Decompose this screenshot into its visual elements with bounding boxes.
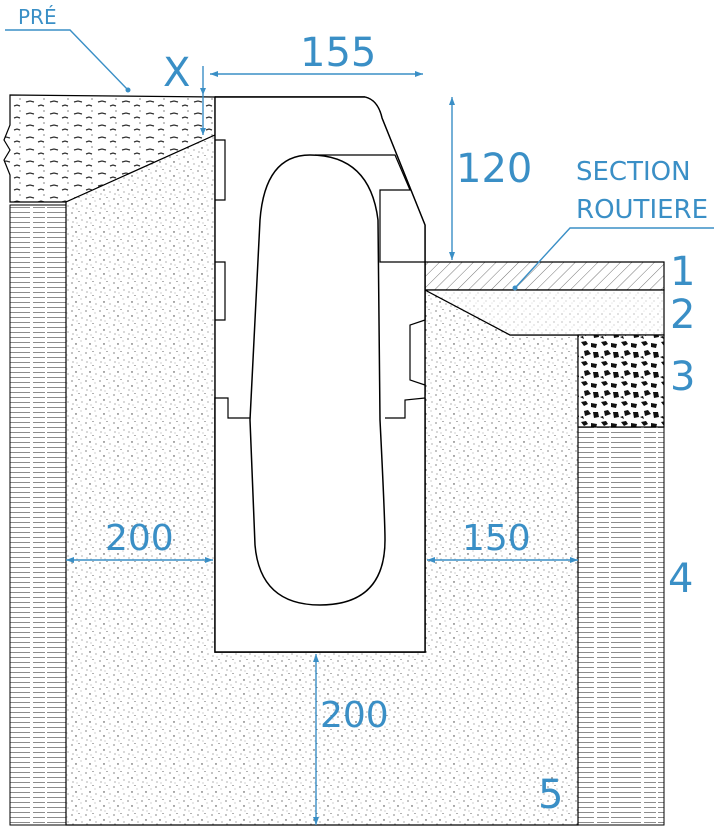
natural-soil-left <box>9 204 67 826</box>
pre-leader-dot <box>125 87 131 93</box>
road-layer-3-gravel <box>577 334 665 428</box>
dim-155-label: 155 <box>300 30 376 76</box>
section-label-line2: ROUTIERE <box>576 195 708 225</box>
road-layer-1-asphalt <box>424 261 665 291</box>
pre-label: PRÉ <box>18 5 57 29</box>
layer-1-label: 1 <box>670 249 695 295</box>
section-leader <box>514 227 714 289</box>
dim-200-left-label: 200 <box>105 518 174 559</box>
layer-4-label: 4 <box>668 556 693 602</box>
section-label-line1: SECTION <box>576 157 691 187</box>
dim-200-bottom-label: 200 <box>320 695 389 736</box>
channel-cavity <box>249 154 386 606</box>
section-leader-dot <box>512 285 518 291</box>
pre-leader <box>5 29 129 91</box>
grating-top <box>315 154 425 263</box>
channel-steps-right <box>385 319 426 419</box>
x-label: X <box>163 50 190 96</box>
channel-steps-left <box>215 139 250 419</box>
layer-2-label: 2 <box>670 292 695 338</box>
layer-5-label: 5 <box>538 772 563 818</box>
natural-soil-right <box>577 426 665 826</box>
dim-150-right-label: 150 <box>462 518 531 559</box>
dim-120-label: 120 <box>456 146 532 192</box>
layer-3-label: 3 <box>670 354 695 400</box>
